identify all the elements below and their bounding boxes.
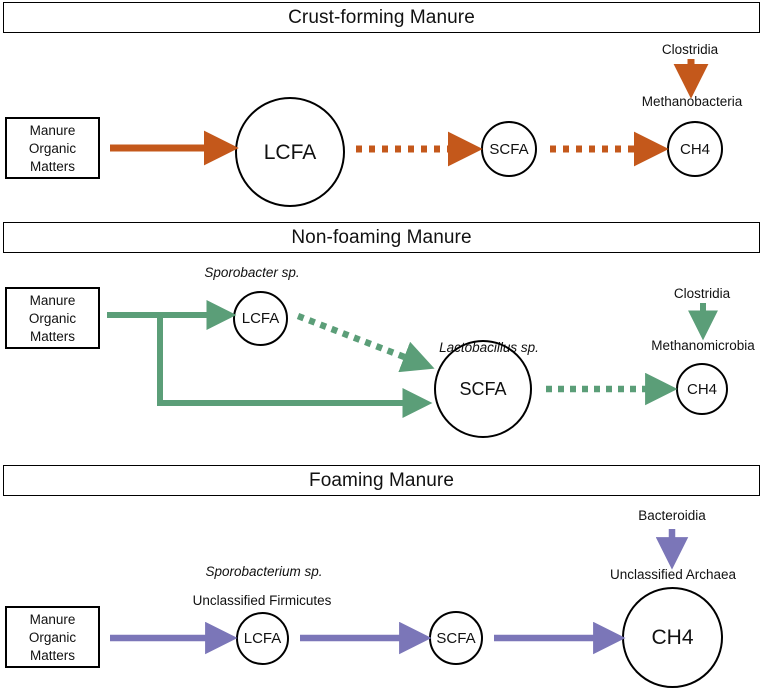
annotation-text: Methanomicrobia <box>651 338 755 353</box>
source-line-1: Manure <box>29 611 76 627</box>
arrow-lcfa-to-scfa-non-foaming <box>296 312 435 373</box>
annotation-bacteroidia-foaming: Bacteroidia <box>638 509 706 523</box>
source-line-3: Matters <box>29 328 75 344</box>
panel-title-box-crust-forming: Crust-forming Manure <box>3 2 760 33</box>
source-line-2: Organic <box>28 310 77 326</box>
annotation-text: Clostridia <box>661 42 719 57</box>
panel-title-crust-forming: Crust-forming Manure <box>288 6 475 28</box>
source-line-1: Manure <box>29 122 76 138</box>
annotation-text: Bacteroidia <box>638 508 706 523</box>
source-line-1: Manure <box>29 292 76 308</box>
source-line-2: Organic <box>28 140 77 156</box>
annotation-text: Sporobacter sp. <box>204 265 300 280</box>
panel-title-box-foaming: Foaming Manure <box>3 465 760 496</box>
node-label-lcfa: LCFA <box>241 310 280 327</box>
panel-title-box-non-foaming: Non-foaming Manure <box>3 222 760 253</box>
annotation-clostridia-non-foaming: Clostridia <box>674 287 730 301</box>
node-scfa-non-foaming: SCFA <box>434 340 532 438</box>
annotation-methanobacteria-crust-forming: Methanobacteria <box>642 95 743 109</box>
source-line-3: Matters <box>29 158 75 174</box>
annotation-clostridia-crust-forming: Clostridia <box>662 43 718 57</box>
source-line-3: Matters <box>29 647 75 663</box>
node-label-ch4: CH4 <box>686 380 717 398</box>
node-label-scfa: SCFA <box>436 629 476 647</box>
annotation-text: Methanobacteria <box>641 94 743 109</box>
node-label-scfa: SCFA <box>489 140 529 158</box>
panel-title-foaming: Foaming Manure <box>308 469 455 491</box>
node-label-scfa: SCFA <box>459 379 507 399</box>
annotation-text: Clostridia <box>673 286 731 301</box>
node-label-lcfa: LCFA <box>263 140 317 164</box>
source-box-crust-forming: Manure Organic Matters <box>5 117 100 179</box>
annotation-sporobacter-non-foaming: Sporobacter sp. <box>204 266 299 280</box>
annotation-text: Sporobacterium sp. <box>205 564 323 579</box>
node-label-lcfa: LCFA <box>243 630 282 647</box>
source-line-2: Organic <box>28 629 77 645</box>
annotation-text: Unclassified Archaea <box>609 567 737 582</box>
node-label-ch4: CH4 <box>651 626 694 649</box>
annotation-unclassified-archaea-foaming: Unclassified Archaea <box>610 568 736 582</box>
source-box-non-foaming: Manure Organic Matters <box>5 287 100 349</box>
annotation-methanomicrobia-non-foaming: Methanomicrobia <box>651 339 755 353</box>
node-label-ch4: CH4 <box>679 140 710 158</box>
annotation-sporobacterium-foaming: Sporobacterium sp. <box>205 565 322 579</box>
annotation-text: Unclassified Firmicutes <box>192 593 332 608</box>
panel-title-non-foaming: Non-foaming Manure <box>291 226 472 248</box>
annotation-unclassified-firmicutes-foaming: Unclassified Firmicutes <box>193 594 332 608</box>
source-box-foaming: Manure Organic Matters <box>5 606 100 668</box>
